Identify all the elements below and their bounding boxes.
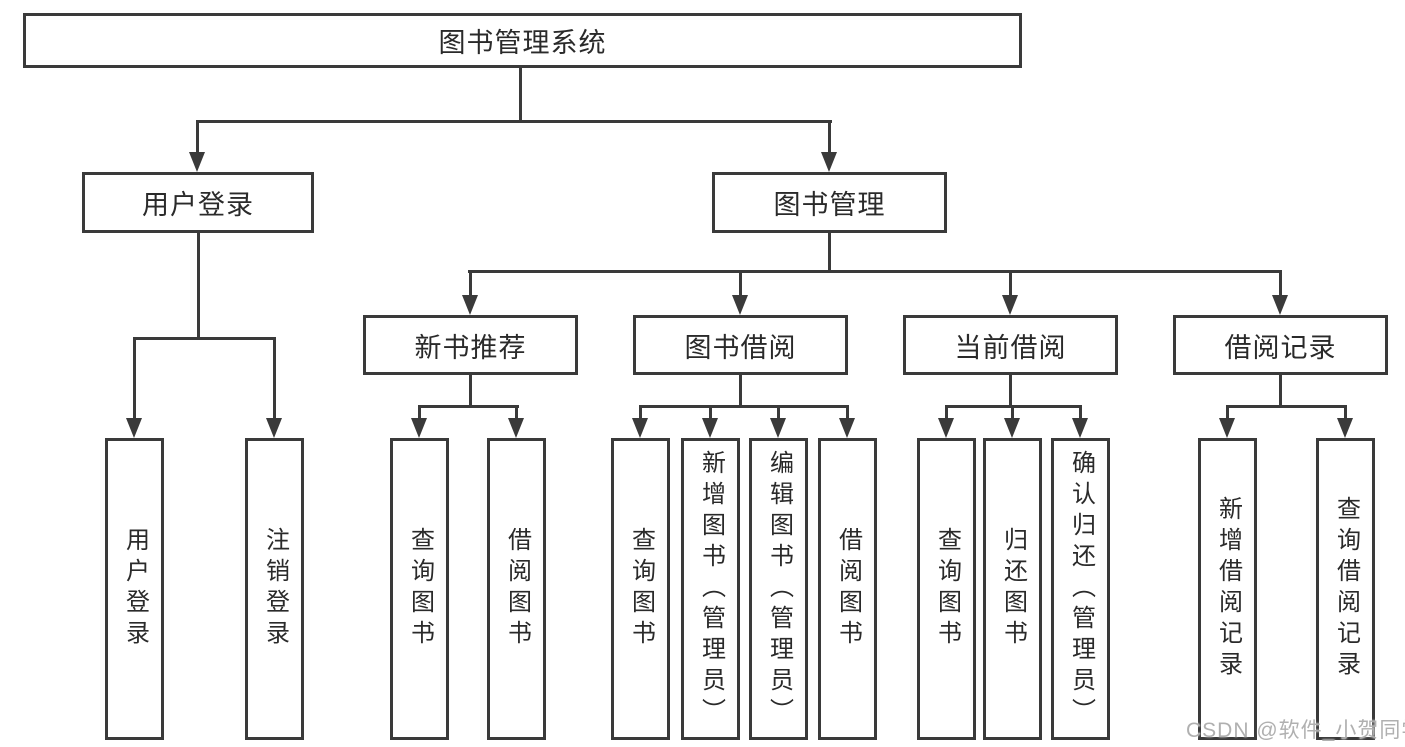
- arrow-down-icon: [702, 418, 718, 438]
- node-label: 确认归还（管理员）: [1067, 449, 1095, 729]
- node-label: 查询借阅记录: [1332, 496, 1360, 682]
- node-label: 查询图书: [406, 527, 434, 651]
- connector-line: [468, 270, 1282, 273]
- connector-line: [1226, 405, 1229, 422]
- connector-line: [515, 405, 518, 422]
- connector-line: [133, 337, 136, 422]
- arrow-down-icon: [189, 152, 205, 172]
- connector-line: [1011, 405, 1014, 422]
- connector-line: [639, 405, 642, 422]
- connector-line: [1279, 270, 1282, 299]
- arrow-down-icon: [266, 418, 282, 438]
- node-label: 新书推荐: [414, 332, 527, 363]
- arrow-down-icon: [632, 418, 648, 438]
- node-label: 查询图书: [627, 527, 655, 651]
- connector-line: [418, 405, 421, 422]
- node-current-query-books: 查询图书: [917, 438, 976, 740]
- node-label: 注销登录: [261, 527, 289, 651]
- arrow-down-icon: [938, 418, 954, 438]
- node-recommend-borrow-books: 借阅图书: [487, 438, 546, 740]
- node-label: 新增借阅记录: [1214, 496, 1242, 682]
- connector-line: [828, 233, 831, 273]
- node-borrowing-edit-books-admin: 编辑图书（管理员）: [749, 438, 808, 740]
- node-borrowing-add-books-admin: 新增图书（管理员）: [681, 438, 740, 740]
- connector-line: [1279, 375, 1282, 408]
- connector-line: [1344, 405, 1347, 422]
- arrow-down-icon: [839, 418, 855, 438]
- connector-line: [739, 375, 742, 408]
- connector-line: [196, 120, 199, 156]
- node-label: 用户登录: [142, 190, 254, 220]
- node-label: 新增图书（管理员）: [697, 449, 725, 729]
- arrow-down-icon: [821, 152, 837, 172]
- node-label: 当前借阅: [954, 332, 1067, 363]
- connector-line: [1226, 405, 1347, 408]
- arrow-down-icon: [1219, 418, 1235, 438]
- arrow-down-icon: [126, 418, 142, 438]
- arrow-down-icon: [732, 295, 748, 315]
- connector-line: [639, 405, 849, 408]
- connector-line: [196, 120, 832, 123]
- node-current-borrowing: 当前借阅: [903, 315, 1118, 375]
- node-borrowing-records: 借阅记录: [1173, 315, 1388, 375]
- node-library-management-system: 图书管理系统: [23, 13, 1022, 68]
- connector-line: [777, 405, 780, 422]
- arrow-down-icon: [1272, 295, 1288, 315]
- connector-line: [197, 233, 200, 340]
- connector-line: [133, 337, 276, 340]
- arrow-down-icon: [1072, 418, 1088, 438]
- connector-line: [739, 270, 742, 299]
- node-book-borrowing: 图书借阅: [633, 315, 848, 375]
- node-current-confirm-return-admin: 确认归还（管理员）: [1051, 438, 1110, 740]
- connector-line: [1009, 375, 1012, 408]
- connector-line: [1079, 405, 1082, 422]
- connector-line: [418, 405, 519, 408]
- node-label: 图书借阅: [684, 332, 797, 363]
- connector-line: [945, 405, 948, 422]
- node-records-query-borrow-record: 查询借阅记录: [1316, 438, 1375, 740]
- node-label: 借阅图书: [834, 527, 862, 651]
- arrow-down-icon: [1004, 418, 1020, 438]
- node-label: 查询图书: [933, 527, 961, 651]
- arrow-down-icon: [411, 418, 427, 438]
- node-label: 图书管理系统: [438, 28, 607, 58]
- node-label: 图书管理: [773, 190, 886, 220]
- connector-line: [1009, 270, 1012, 299]
- node-new-book-recommend: 新书推荐: [363, 315, 578, 375]
- node-records-add-borrow-record: 新增借阅记录: [1198, 438, 1257, 740]
- arrow-down-icon: [770, 418, 786, 438]
- arrow-down-icon: [1337, 418, 1353, 438]
- arrow-down-icon: [462, 295, 478, 315]
- node-user-login: 用户登录: [105, 438, 164, 740]
- connector-line: [828, 120, 831, 156]
- node-borrowing-borrow-books: 借阅图书: [818, 438, 877, 740]
- node-borrowing-query-books: 查询图书: [611, 438, 670, 740]
- node-label: 用户登录: [121, 527, 149, 651]
- node-label: 归还图书: [999, 527, 1027, 651]
- connector-line: [846, 405, 849, 422]
- node-current-return-books: 归还图书: [983, 438, 1042, 740]
- node-label: 编辑图书（管理员）: [765, 449, 793, 729]
- arrow-down-icon: [1002, 295, 1018, 315]
- connector-line: [709, 405, 712, 422]
- node-recommend-query-books: 查询图书: [390, 438, 449, 740]
- node-user-login-branch: 用户登录: [82, 172, 314, 233]
- connector-line: [519, 68, 522, 123]
- connector-line: [469, 270, 472, 299]
- arrow-down-icon: [508, 418, 524, 438]
- node-label: 借阅图书: [503, 527, 531, 651]
- csdn-watermark: CSDN @软件_小贺同学: [1186, 719, 1405, 742]
- connector-line: [273, 337, 276, 422]
- node-label: 借阅记录: [1224, 332, 1337, 363]
- node-logout: 注销登录: [245, 438, 304, 740]
- connector-line: [469, 375, 472, 408]
- node-book-management: 图书管理: [712, 172, 947, 233]
